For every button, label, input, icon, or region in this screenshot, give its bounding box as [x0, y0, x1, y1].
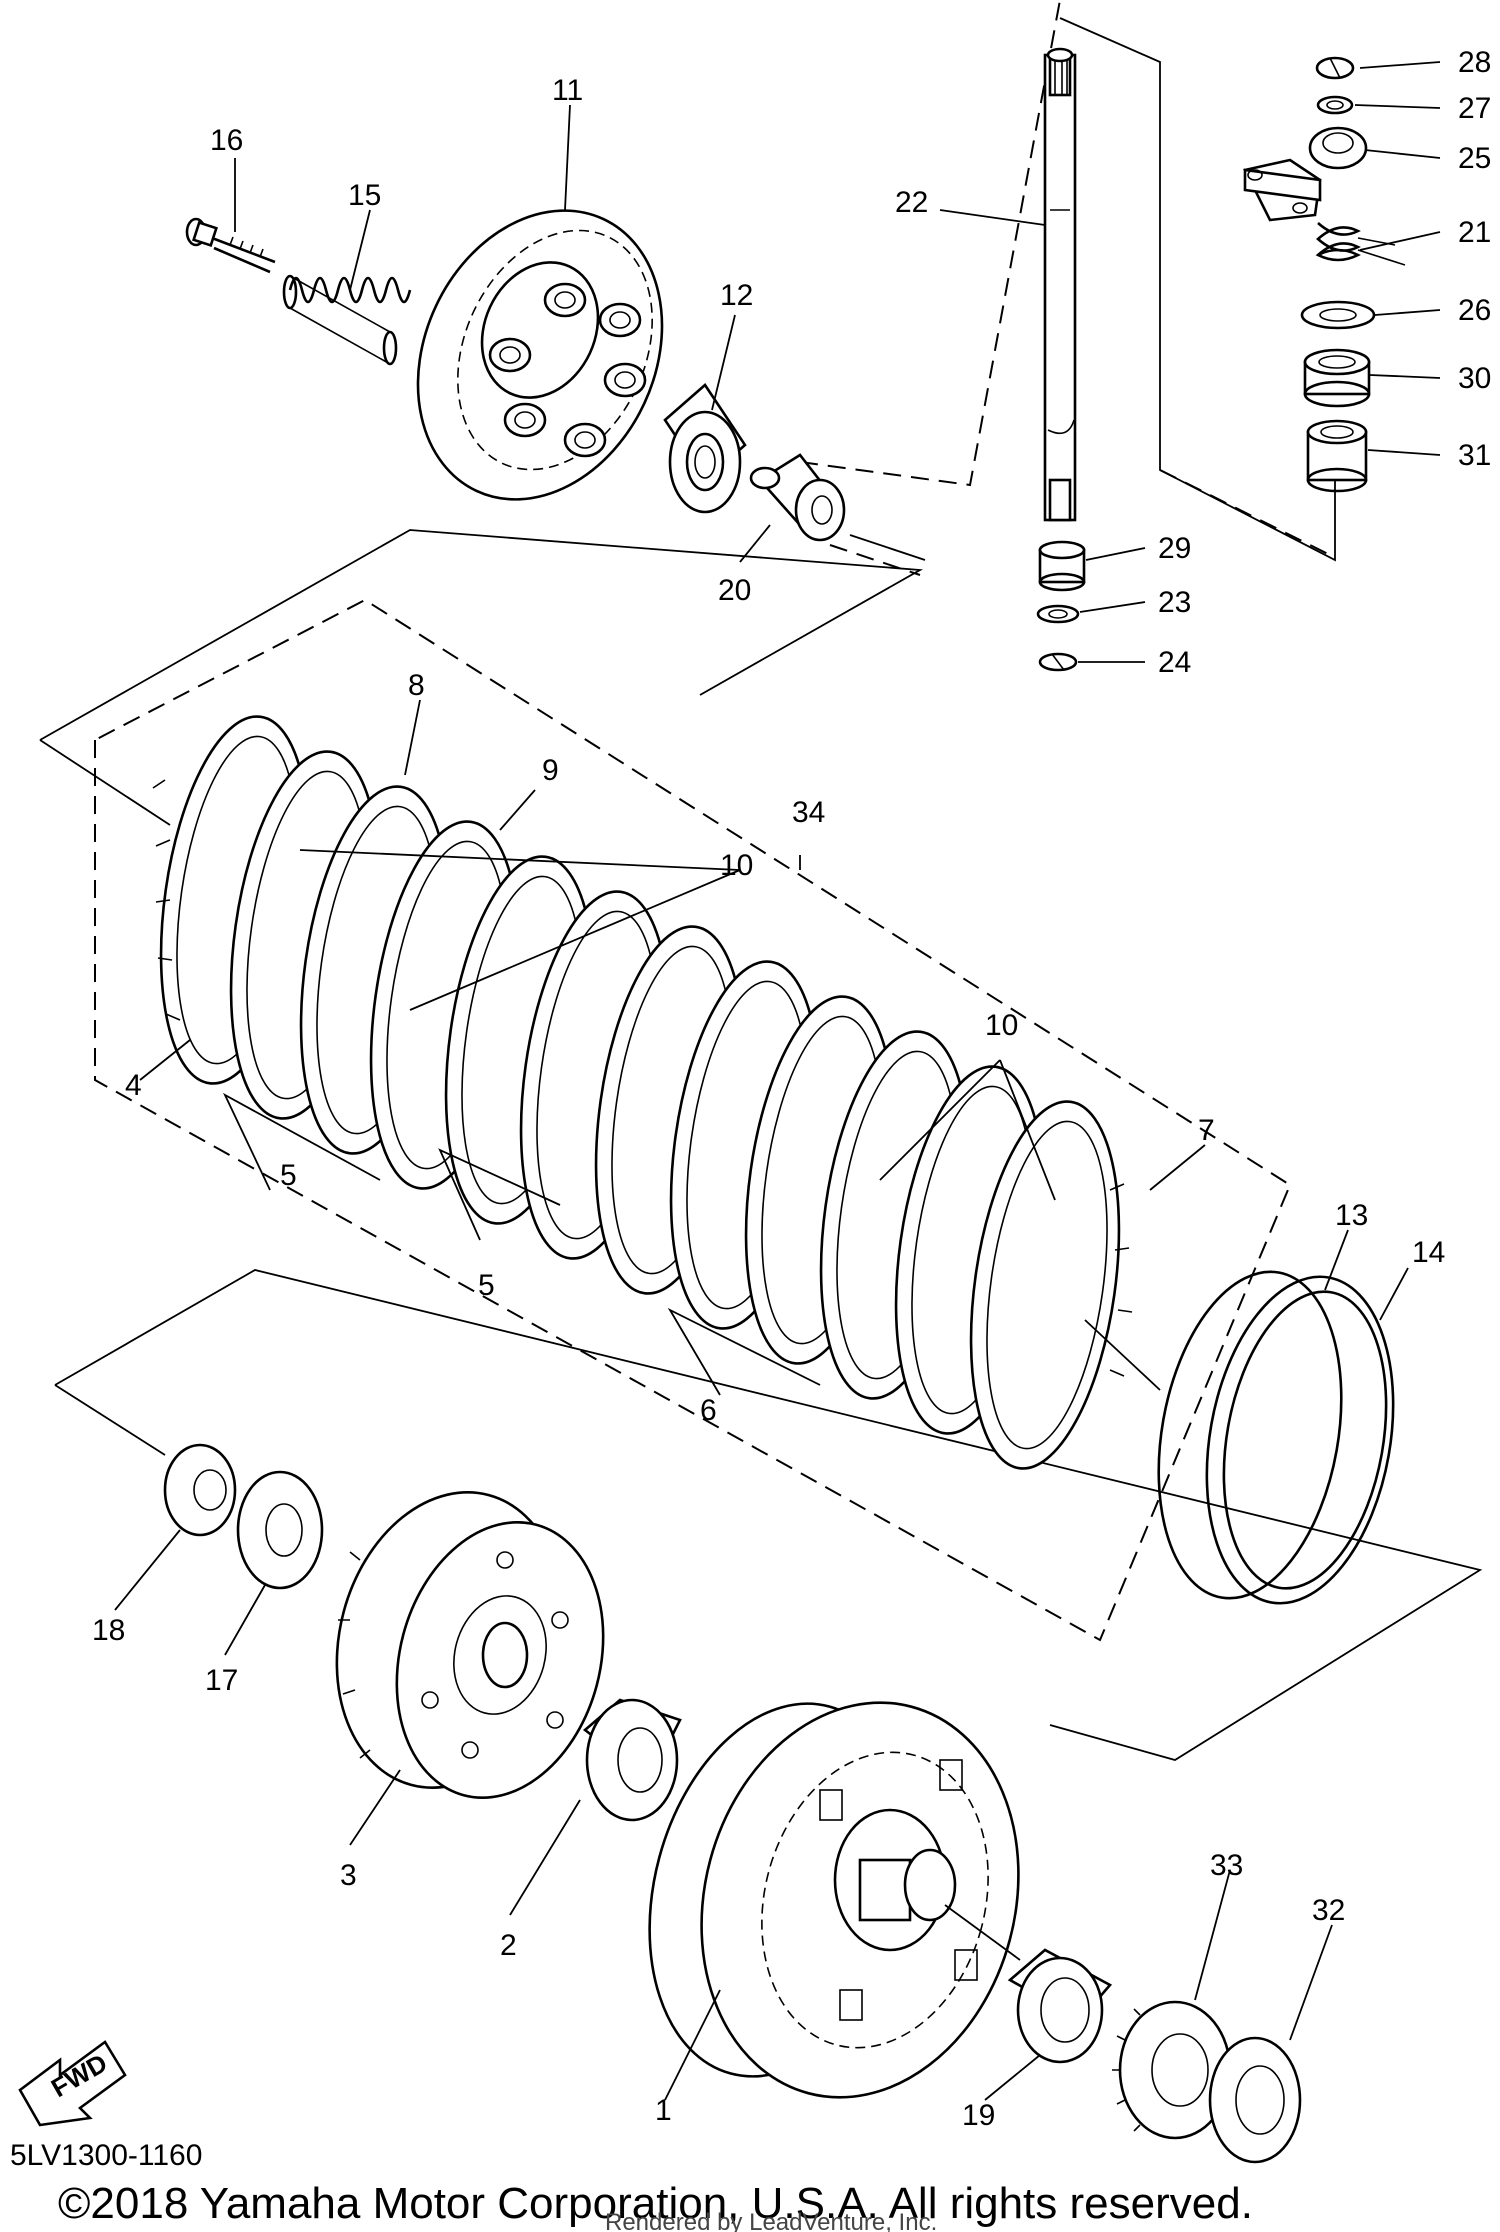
part-24-clip	[1038, 652, 1078, 672]
callout-25: 25	[1458, 142, 1491, 175]
callout-29: 29	[1158, 532, 1191, 565]
callout-11: 11	[552, 74, 583, 107]
callout-24: 24	[1158, 646, 1191, 679]
callout-34: 34	[792, 796, 825, 829]
watermark: Rendered by LeadVenture, Inc.	[605, 2209, 937, 2232]
part-25-lever	[1243, 126, 1368, 222]
callout-30: 30	[1458, 362, 1491, 395]
callout-21: 21	[1458, 216, 1491, 249]
part-21-torsion-spring	[1315, 222, 1406, 266]
callout-22: 22	[895, 186, 928, 219]
part-29-bearing	[1038, 540, 1086, 592]
part-18-nut	[163, 1443, 237, 1537]
callout-15: 15	[348, 179, 381, 212]
part-23-washer	[1036, 604, 1080, 624]
clutch-plate-stack	[152, 715, 1133, 1470]
part-19-needle-bearing	[944, 1904, 1113, 2064]
part-16-bolt	[185, 217, 276, 274]
part-26-washer	[1300, 300, 1376, 330]
part-code: 5LV1300-1160	[10, 2139, 202, 2172]
part-22-shaft	[1043, 47, 1077, 522]
callout-27: 27	[1458, 92, 1491, 125]
callout-26: 26	[1458, 294, 1491, 327]
part-30-oil-seal	[1303, 348, 1371, 408]
part-12-bearing	[663, 383, 747, 514]
part-2-spacer	[582, 1698, 682, 1822]
callout-6: 6	[700, 1394, 717, 1427]
callout-8: 8	[408, 669, 425, 702]
callout-4: 4	[125, 1069, 142, 1102]
callout-28: 28	[1458, 46, 1491, 79]
part-28-clip	[1315, 56, 1355, 80]
callout-3: 3	[340, 1859, 357, 1892]
callout-2: 2	[500, 1929, 517, 1962]
callout-33: 33	[1210, 1849, 1243, 1882]
callout-7: 7	[1198, 1114, 1215, 1147]
part-31-bearing	[1306, 419, 1368, 493]
callout-9: 9	[542, 754, 559, 787]
callout-17: 17	[205, 1664, 238, 1697]
part-3-clutch-boss	[335, 1491, 605, 1799]
part-17-lock-washer	[236, 1470, 324, 1590]
callout-13: 13	[1335, 1199, 1368, 1232]
callout-20: 20	[718, 574, 751, 607]
callout-5b: 5	[478, 1269, 495, 1302]
part-1-clutch-housing	[648, 1701, 1020, 2099]
part-13-14-rings	[1084, 1270, 1395, 1605]
callout-5a: 5	[280, 1159, 297, 1192]
callout-16: 16	[210, 124, 243, 157]
part-32-washer	[1208, 2036, 1302, 2164]
callout-18: 18	[92, 1614, 125, 1647]
callout-23: 23	[1158, 586, 1191, 619]
callout-10b: 10	[985, 1009, 1018, 1042]
callout-leader-lines	[114, 61, 1441, 2101]
callout-32: 32	[1312, 1894, 1345, 1927]
callout-14: 14	[1412, 1236, 1445, 1269]
part-15-spring	[282, 274, 412, 366]
callout-19: 19	[962, 2099, 995, 2132]
part-27-washer	[1316, 95, 1354, 115]
fwd-arrow-icon: FWD	[18, 2040, 127, 2127]
callout-1: 1	[655, 2094, 672, 2127]
copyright-notice: ©2018 Yamaha Motor Corporation, U.S.A. A…	[58, 2179, 1253, 2228]
part-20-push-rod-end	[749, 453, 926, 561]
callout-labels: 28 27 25 21 26 30 31 29 23 24 22 11 15 1…	[92, 46, 1491, 2132]
part-11-pressure-plate	[416, 209, 664, 501]
assembly-boundary-lines	[39, 0, 1483, 1761]
callout-10a: 10	[720, 849, 753, 882]
callout-12: 12	[720, 279, 753, 312]
callout-31: 31	[1458, 439, 1491, 472]
